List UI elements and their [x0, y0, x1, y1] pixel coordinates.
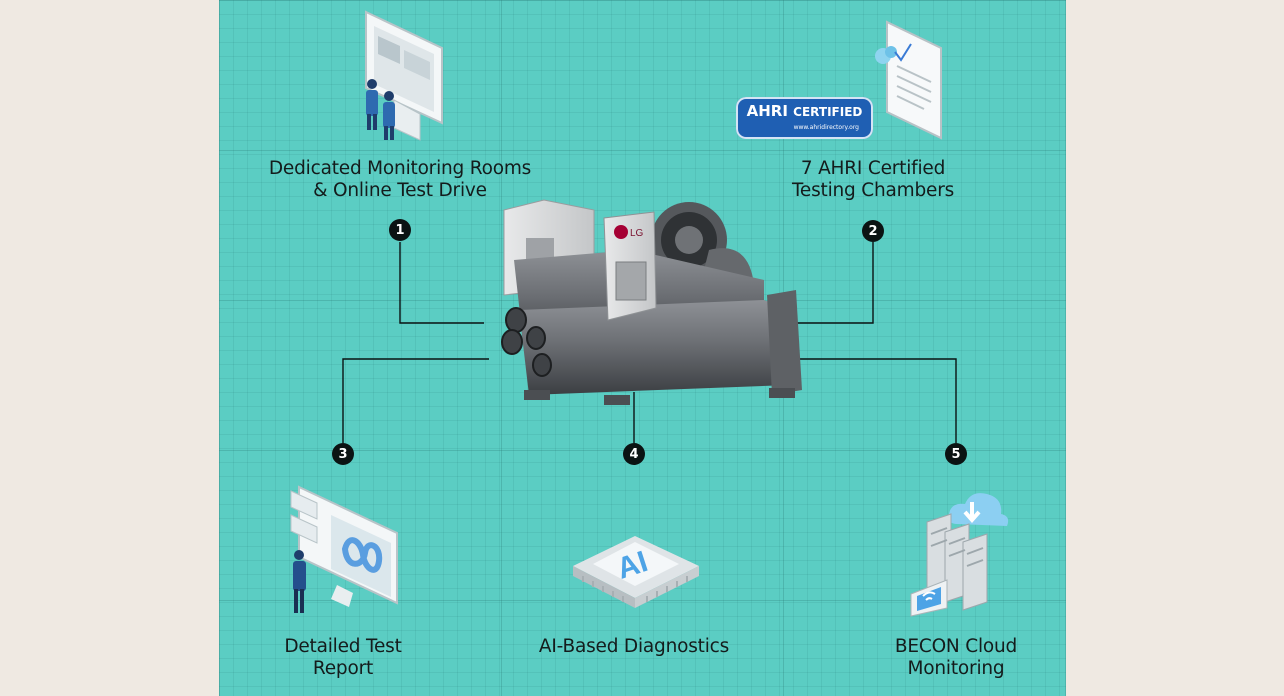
feature-4-line1: AI-Based Diagnostics — [538, 636, 730, 657]
lg-logo: LG — [630, 228, 644, 239]
connector-5 — [784, 358, 957, 443]
feature-5-line2: Monitoring — [907, 658, 1005, 679]
feature-2-line2: Testing Chambers — [791, 180, 955, 201]
ahri-word: CERTIFIED — [793, 105, 863, 119]
ai-chip-icon: AI — [573, 536, 699, 608]
feature-3-line1: Detailed Test — [284, 636, 402, 657]
infographic-panel: LG — [219, 0, 1066, 696]
marker-1: 1 — [389, 219, 411, 241]
test-report-icon — [290, 485, 398, 613]
connector-1 — [399, 242, 484, 324]
marker-5: 5 — [945, 443, 967, 465]
feature-label-4: AI-Based Diagnostics — [509, 636, 759, 658]
feature-1-line1: Dedicated Monitoring Rooms — [268, 158, 532, 179]
marker-3: 3 — [332, 443, 354, 465]
ahri-url: www.ahridirectory.org — [793, 124, 859, 131]
feature-2-line1: 7 AHRI Certified — [800, 158, 946, 179]
monitoring-room-icon — [365, 10, 443, 141]
feature-1-line2: & Online Test Drive — [313, 180, 487, 201]
cloud-server-icon — [910, 493, 1009, 617]
connector-3 — [342, 358, 489, 443]
feature-label-5: BECON Cloud Monitoring — [845, 636, 1066, 680]
feature-label-1: Dedicated Monitoring Rooms & Online Test… — [239, 158, 561, 202]
ahri-badge: AHRI CERTIFIED www.ahridirectory.org — [736, 97, 873, 139]
ahri-brand: AHRI — [746, 102, 788, 120]
feature-5-line1: BECON Cloud — [894, 636, 1018, 657]
feature-label-3: Detailed Test Report — [253, 636, 433, 680]
marker-2: 2 — [862, 220, 884, 242]
connector-lines — [342, 242, 957, 443]
connector-2 — [779, 242, 874, 324]
feature-label-2: 7 AHRI Certified Testing Chambers — [753, 158, 993, 202]
certificate-icon — [875, 20, 942, 140]
chiller-image: LG — [501, 199, 802, 405]
feature-3-line2: Report — [312, 658, 374, 679]
marker-4: 4 — [623, 443, 645, 465]
